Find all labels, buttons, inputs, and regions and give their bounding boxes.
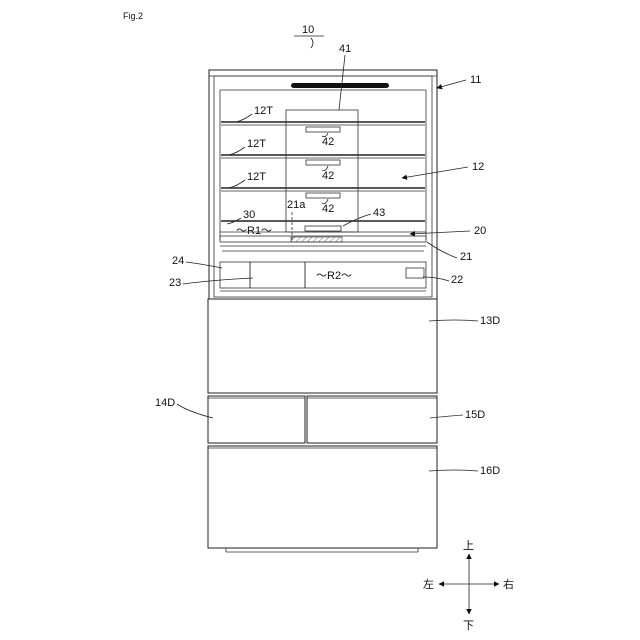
drawer-23: [250, 262, 305, 288]
label-13d: 13D: [480, 315, 500, 327]
unit-42-b: [306, 160, 340, 165]
dir-down-label: 下: [463, 619, 474, 632]
label-43: 43: [373, 207, 385, 219]
label-43-leader: [343, 214, 371, 226]
region-r1: ～R1～: [236, 225, 272, 237]
cabinet-outer: [209, 70, 437, 299]
label-42-c: 42: [322, 203, 334, 215]
label-13d-leader: [429, 320, 478, 321]
door-15d: [307, 396, 437, 443]
unit-43: [305, 226, 341, 231]
label-12: 12: [472, 161, 484, 173]
label-11-arrow: [437, 80, 466, 88]
figure-label: Fig.2: [123, 11, 143, 21]
label-12t-2-leader: [229, 147, 245, 155]
label-30: 30: [243, 209, 255, 221]
label-11: 11: [470, 74, 481, 86]
dir-right-label: 右: [503, 577, 514, 591]
label-24-leader: [186, 262, 222, 268]
label-41: 41: [339, 43, 351, 55]
upper-cabinet: [209, 70, 437, 299]
label-22: 22: [451, 274, 463, 286]
label-41-leader: [339, 55, 345, 110]
label-21: 21: [460, 251, 472, 263]
hatched-region-21a: [291, 237, 342, 242]
top-light-bar: [291, 83, 389, 88]
label-23-leader: [183, 278, 253, 284]
label-21-leader: [427, 242, 457, 258]
dir-left-label: 左: [423, 578, 434, 591]
label-16d: 16D: [480, 465, 500, 477]
drawer-22-handle: [406, 268, 424, 278]
label-12-arrow: [402, 167, 468, 178]
cabinet-inner-wall: [214, 76, 432, 297]
label-12t-1: 12T: [254, 105, 273, 117]
label-42-b: 42: [322, 170, 334, 182]
label-15d: 15D: [465, 409, 485, 421]
unit-42-a: [306, 127, 340, 132]
label-23: 23: [169, 277, 181, 289]
door-13d: [208, 299, 437, 393]
direction-indicator: 上 下 左 右: [423, 539, 514, 632]
label-10: 10: [302, 24, 314, 36]
label-22-leader: [423, 277, 449, 281]
region-r2: ～R2～: [316, 270, 352, 282]
drawer-24: [220, 262, 250, 288]
door-16d: [208, 446, 437, 548]
label-21a: 21a: [287, 199, 306, 211]
label-12t-1-leader: [236, 114, 252, 122]
label-14d: 14D: [155, 397, 175, 409]
label-12t-3: 12T: [247, 171, 266, 183]
label-15d-leader: [430, 415, 463, 418]
label-20: 20: [474, 225, 486, 237]
label-16d-leader: [429, 470, 478, 471]
label-12t-2: 12T: [247, 138, 266, 150]
door-14d: [208, 396, 305, 443]
label-10-leader: [311, 38, 313, 48]
label-20-arrow: [410, 231, 470, 234]
label-24: 24: [172, 255, 184, 267]
label-12t-3-leader: [229, 180, 245, 188]
unit-42-c: [306, 193, 340, 198]
dir-up-label: 上: [463, 539, 474, 552]
label-42-a: 42: [322, 136, 334, 148]
